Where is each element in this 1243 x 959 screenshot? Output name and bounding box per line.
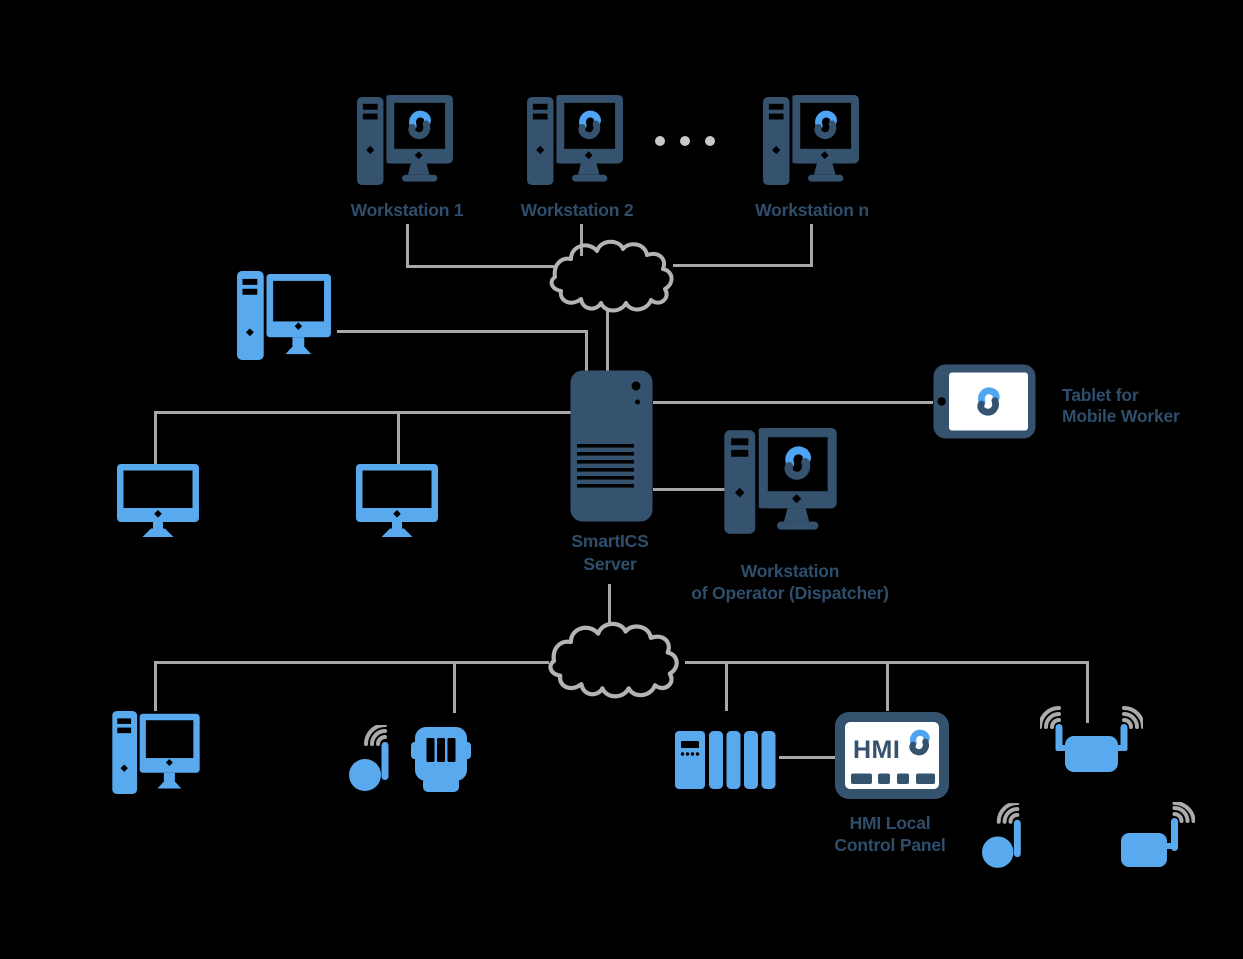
ellipsis-dot	[705, 136, 715, 146]
server-icon	[570, 370, 653, 522]
server-label-line1: SmartICS	[571, 531, 649, 551]
connector-line	[1086, 661, 1089, 723]
operator-label-line2: of Operator (Dispatcher)	[691, 583, 889, 603]
server-label: SmartICS Server	[525, 530, 695, 576]
workstation-1-icon	[357, 95, 453, 187]
hmi-panel-label: HMI Local Control Panel	[805, 812, 975, 856]
hmi-label-line2: Control Panel	[834, 835, 946, 855]
tablet-label-line1: Tablet for	[1062, 385, 1139, 405]
plc-controller-icon	[675, 731, 777, 789]
workstation-n-icon	[763, 95, 859, 187]
connector-line	[725, 661, 728, 711]
desktop-computer-icon	[237, 271, 331, 360]
wireless-sensor-icon	[349, 725, 405, 791]
connector-line	[580, 224, 583, 256]
server-label-line2: Server	[583, 554, 637, 574]
connector-line	[608, 584, 611, 624]
ellipsis-dot	[655, 136, 665, 146]
connector-line	[453, 661, 456, 713]
connector-line	[606, 311, 609, 372]
connector-line	[810, 224, 813, 267]
connector-line	[406, 224, 409, 268]
tablet-label-line2: Mobile Worker	[1062, 406, 1180, 426]
wireless-sensor-icon	[982, 803, 1037, 868]
connector-line	[397, 411, 400, 464]
connector-line	[154, 661, 157, 711]
connector-line	[154, 411, 571, 414]
connector-line	[154, 411, 157, 464]
connector-line	[886, 661, 889, 711]
connector-line	[337, 330, 588, 333]
workstation-n-label: Workstation n	[755, 200, 869, 220]
ellipsis-dot	[680, 136, 690, 146]
operator-workstation-icon	[724, 428, 837, 536]
operator-label-line1: Workstation	[740, 561, 840, 581]
connector-line	[653, 488, 725, 491]
wireless-device-icon	[1121, 801, 1196, 867]
operator-workstation-label: Workstation of Operator (Dispatcher)	[660, 560, 920, 604]
field-computer-icon	[112, 711, 200, 794]
tablet-label: Tablet for Mobile Worker	[1062, 385, 1242, 427]
connector-line	[653, 401, 933, 404]
workstation-2-label: Workstation 2	[520, 200, 634, 220]
workstation-1-label: Workstation 1	[350, 200, 464, 220]
smart-meter-icon	[411, 727, 471, 792]
wireless-router-icon	[1038, 705, 1145, 773]
connector-line	[779, 756, 835, 759]
connector-line	[673, 264, 813, 267]
network-cloud-top-icon	[545, 239, 679, 315]
workstation-2-icon	[527, 95, 623, 187]
connector-line	[154, 661, 549, 664]
hmi-label-line1: HMI Local	[849, 813, 931, 833]
hmi-panel-icon: HMI	[834, 711, 950, 800]
connector-line	[585, 330, 588, 372]
connector-line	[406, 265, 554, 268]
tablet-icon	[933, 364, 1036, 439]
monitor-icon	[117, 464, 199, 538]
network-cloud-bottom-icon	[543, 621, 685, 701]
monitor-icon	[356, 464, 438, 538]
hmi-screen-text: HMI	[853, 736, 900, 764]
